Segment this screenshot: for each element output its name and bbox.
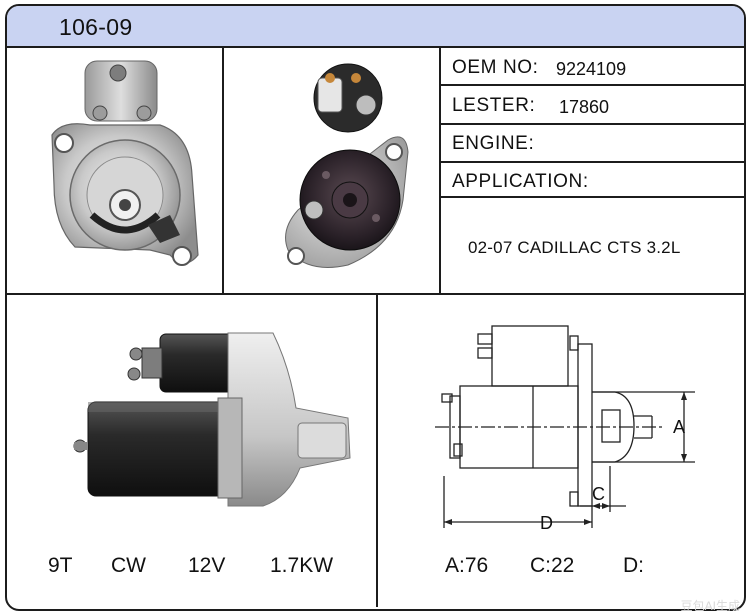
divider (439, 46, 441, 294)
divider (5, 293, 744, 295)
oem-label: OEM NO: (452, 57, 539, 78)
part-number-title: 106-09 (59, 14, 133, 40)
lester-label: LESTER: (452, 95, 536, 116)
rotation-spec: CW (111, 554, 146, 577)
divider (440, 196, 744, 198)
dimension-a-text: A:76 (445, 554, 489, 577)
starter-rear-view-photo (285, 63, 409, 268)
dimension-drawing: A C D (435, 325, 695, 533)
dimension-c-text: C:22 (530, 554, 575, 577)
application-value: 02-07 CADILLAC CTS 3.2L (468, 238, 681, 257)
divider (376, 294, 378, 607)
watermark-text: 豆包AI生成 (680, 599, 740, 613)
header-bar: 106-09 (7, 6, 744, 48)
dim-label-c: C (592, 484, 605, 504)
divider (440, 161, 744, 163)
starter-front-view-photo (51, 60, 199, 266)
dim-label-d: D (540, 513, 553, 533)
power-spec: 1.7KW (270, 554, 334, 577)
dim-label-a: A (673, 417, 685, 437)
dimension-d-text: D: (623, 554, 644, 577)
divider (440, 84, 744, 86)
voltage-spec: 12V (188, 554, 226, 577)
divider (440, 123, 744, 125)
divider (222, 46, 224, 294)
teeth-spec: 9T (48, 554, 73, 577)
starter-side-view-photo (73, 332, 351, 507)
lester-value: 17860 (559, 97, 610, 117)
application-label: APPLICATION: (452, 171, 589, 192)
engine-label: ENGINE: (452, 133, 535, 154)
oem-value: 9224109 (556, 59, 627, 79)
